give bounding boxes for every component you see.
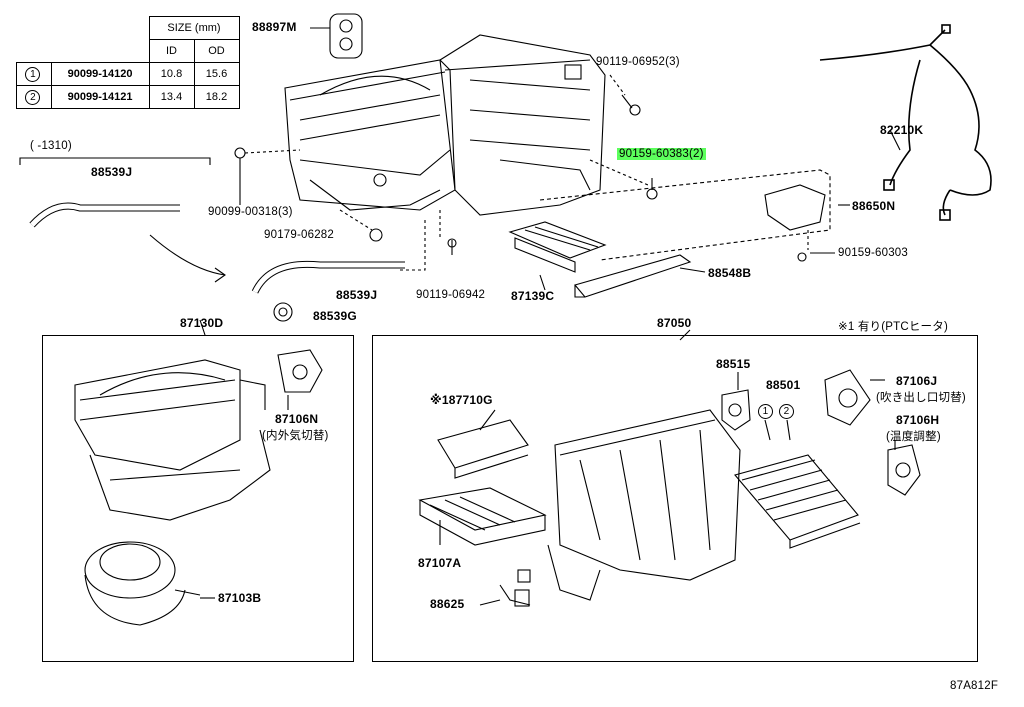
part-label-87106H: 87106H (896, 413, 940, 427)
part-label-90119-06942: 90119-06942 (416, 289, 486, 301)
circle-marker-2: 2 (779, 404, 796, 419)
part-label-87139C: 87139C (511, 289, 555, 303)
servo-87106H-drawing (887, 444, 921, 496)
part-note-87106H: (温度調整) (886, 431, 941, 443)
part-label-87103B: 87103B (218, 591, 262, 605)
filter-frame-88548B-drawing (574, 254, 692, 298)
size-header: SIZE (mm) (148, 16, 240, 40)
part-label-87106N: 87106N (275, 412, 319, 426)
part-label-88625: 88625 (430, 597, 465, 611)
table-row: 1 90099-14120 10.8 15.6 (16, 62, 240, 86)
part-label-87710G: ※187710G (430, 393, 493, 407)
assembly-box-87130D (42, 335, 354, 662)
id-value: 13.4 (148, 85, 195, 109)
part-label-87050: 87050 (657, 316, 692, 330)
part-label-88515: 88515 (716, 357, 751, 371)
blower-assembly-87130D-drawing (74, 359, 271, 521)
od-value: 15.6 (193, 62, 240, 86)
assembly-box-87050 (372, 335, 978, 662)
evaporator-88501-drawing (734, 419, 861, 549)
part-label-90179-06282: 90179-06282 (264, 229, 334, 241)
part-note-87106J: (吹き出し口切替) (876, 392, 966, 404)
bolt-drawing (609, 74, 641, 116)
part-label-82210K: 82210K (880, 123, 924, 137)
part-number: 90099-14120 (50, 62, 150, 86)
heater-assembly-87050-drawing (547, 409, 741, 601)
heater-case-top-drawing (439, 34, 606, 216)
servo-87106N-drawing (277, 349, 323, 393)
od-value: 18.2 (193, 85, 240, 109)
table-row: 2 90099-14121 13.4 18.2 (16, 85, 240, 109)
part-label-88539G: 88539G (313, 309, 357, 323)
hose-upper-drawing (29, 202, 180, 228)
ptc-heater-87710G-drawing (437, 419, 529, 479)
hose-lower-drawing (251, 260, 405, 294)
part-label-90119-06952: 90119-06952(3) (596, 56, 680, 68)
ptc-heater-note: ※1 有り(PTCヒータ) (838, 321, 948, 333)
figure-code: 87A812F (950, 680, 999, 692)
part-label-87107A: 87107A (418, 556, 462, 570)
sensor-88625-drawing (499, 569, 531, 607)
servo-87106J-drawing (824, 369, 871, 426)
seal-88897M-drawing (329, 13, 363, 59)
part-label-90159-60383: 90159-60383(2) (617, 148, 706, 160)
part-label-88539J-lower: 88539J (336, 288, 378, 302)
expansion-valve-88515-drawing (721, 389, 751, 431)
blower-case-top-drawing (284, 59, 456, 211)
part-label-88897M: 88897M (252, 20, 297, 34)
part-label-87106J: 87106J (896, 374, 938, 388)
col-id: ID (148, 39, 195, 63)
circle-marker-1: 1 (758, 404, 775, 419)
part-label-88650N: 88650N (852, 199, 896, 213)
wire-harness-82210K-drawing (819, 24, 992, 221)
note-range: ( -1310) (30, 140, 72, 152)
part-label-88548B: 88548B (708, 266, 752, 280)
filter-87139C-drawing (508, 221, 607, 273)
part-number: 90099-14121 (50, 85, 150, 109)
part-label-88539J-upper: 88539J (91, 165, 133, 179)
size-table: SIZE (mm) ID OD 1 90099-14120 10.8 15.6 … (16, 16, 240, 109)
part-label-90099-00318: 90099-00318(3) (208, 206, 293, 218)
part-note-87106N: (内外気切替) (262, 430, 329, 442)
part-label-87130D: 87130D (180, 316, 224, 330)
part-label-90159-60303: 90159-60303 (838, 247, 908, 259)
heater-core-87107A-drawing (418, 487, 547, 546)
part-label-88501: 88501 (766, 378, 801, 392)
actuator-88650N-drawing (764, 184, 826, 262)
blower-motor-87103B-drawing (84, 541, 201, 626)
col-od: OD (193, 39, 240, 63)
